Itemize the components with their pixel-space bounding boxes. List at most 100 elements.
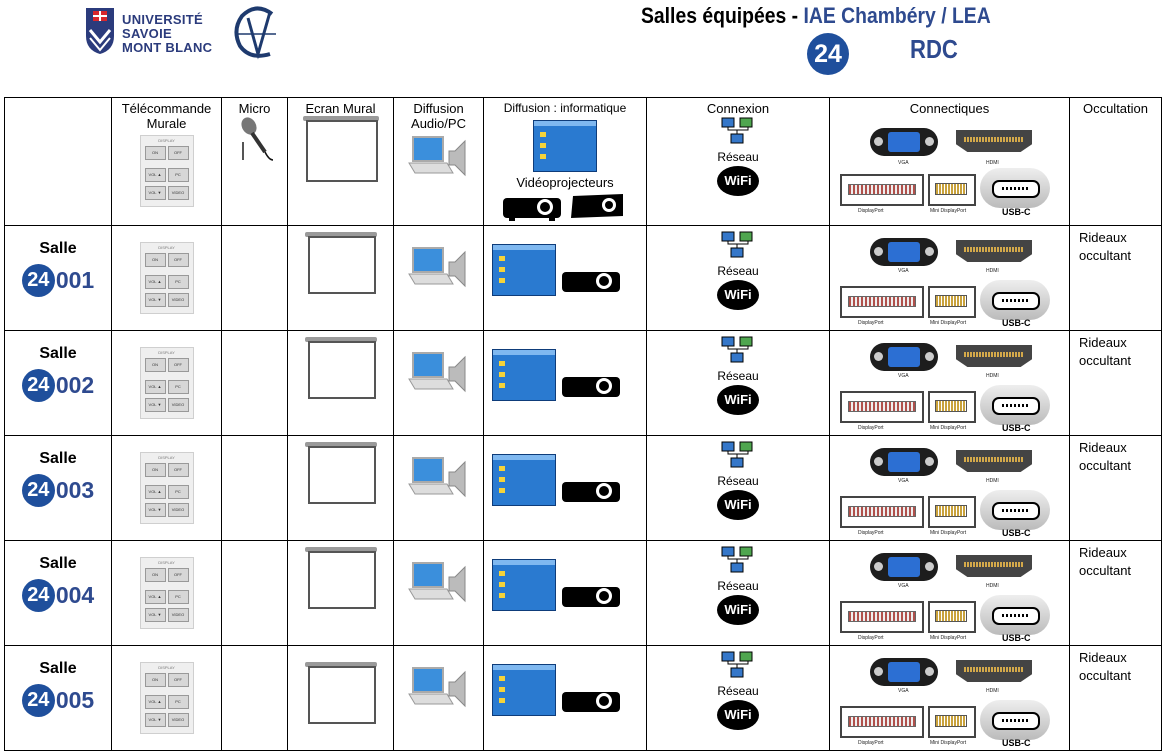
info-cell bbox=[483, 225, 647, 331]
floor-label: RDC bbox=[910, 34, 958, 64]
network-icon bbox=[721, 336, 753, 363]
building-badge: 24 bbox=[807, 33, 849, 75]
usbc-connector-icon bbox=[980, 490, 1050, 530]
hdmi-connector-icon bbox=[956, 240, 1032, 262]
room-building-badge: 24 bbox=[21, 264, 55, 297]
vga-connector-icon bbox=[870, 128, 938, 156]
header-ecran: Ecran Mural bbox=[287, 97, 394, 226]
room-number: 002 bbox=[55, 372, 95, 398]
projector-icon bbox=[562, 692, 620, 712]
column-label: Micro bbox=[238, 101, 271, 116]
room-salle-label: Salle bbox=[39, 345, 77, 362]
audio-cell bbox=[393, 540, 484, 646]
university-line: UNIVERSITÉ bbox=[122, 12, 204, 27]
network-icon bbox=[721, 651, 753, 678]
network-label: Réseau bbox=[717, 579, 759, 593]
wifi-icon: WiFi bbox=[717, 280, 759, 310]
page-header: UNIVERSITÉ SAVOIE MONT BLANC Salles équi… bbox=[0, 0, 1169, 96]
mini-displayport-connector-icon bbox=[928, 601, 976, 633]
column-label: Occultation bbox=[1082, 101, 1149, 116]
screen-cell bbox=[287, 645, 394, 751]
screen-cell bbox=[287, 330, 394, 436]
occultation-text: Rideaux occultant bbox=[1079, 440, 1132, 473]
displayport-connector-icon bbox=[840, 286, 924, 318]
occultation-cell: Rideaux occultant bbox=[1069, 645, 1162, 751]
displayport-connector-icon bbox=[840, 601, 924, 633]
university-line: SAVOIE bbox=[122, 26, 172, 41]
network-label: Réseau bbox=[717, 474, 759, 488]
projector-icon bbox=[562, 587, 620, 607]
wifi-icon: WiFi bbox=[717, 595, 759, 625]
header-occultation: Occultation bbox=[1069, 97, 1162, 226]
projector-icon bbox=[562, 377, 620, 397]
info-cell bbox=[483, 330, 647, 436]
usbc-connector-icon bbox=[980, 595, 1050, 635]
room-number: 005 bbox=[55, 687, 95, 713]
usbc-connector-icon bbox=[980, 700, 1050, 740]
desktop-icon bbox=[492, 559, 556, 611]
header-diffusion-audio: Diffusion Audio/PC bbox=[393, 97, 484, 226]
occultation-cell: Rideaux occultant bbox=[1069, 225, 1162, 331]
room-building-badge: 24 bbox=[21, 684, 55, 717]
university-line: MONT BLANC bbox=[122, 40, 213, 55]
audio-cell bbox=[393, 435, 484, 541]
occultation-text: Rideaux occultant bbox=[1079, 335, 1132, 368]
laptop-speaker-icon bbox=[407, 136, 465, 177]
usbc-connector-icon bbox=[980, 385, 1050, 425]
laptop-speaker-icon bbox=[407, 352, 465, 393]
laptop-speaker-icon bbox=[407, 457, 465, 498]
mini-displayport-connector-icon bbox=[928, 496, 976, 528]
displayport-connector-icon bbox=[840, 496, 924, 528]
info-cell bbox=[483, 540, 647, 646]
vga-connector-icon bbox=[870, 343, 938, 371]
usbc-connector-icon bbox=[980, 168, 1050, 208]
title-prefix: Salles équipées - bbox=[641, 3, 804, 28]
cv-logo-icon bbox=[234, 6, 276, 60]
header-empty bbox=[4, 97, 112, 226]
laptop-speaker-icon bbox=[407, 667, 465, 708]
screen-icon bbox=[304, 232, 377, 294]
column-label: Vidéoprojecteurs bbox=[516, 175, 614, 190]
room-building-badge: 24 bbox=[21, 579, 55, 612]
column-label: Diffusion : informatique bbox=[503, 101, 627, 115]
displayport-connector-icon bbox=[840, 706, 924, 738]
audio-cell bbox=[393, 225, 484, 331]
info-cell bbox=[483, 645, 647, 751]
wifi-icon: WiFi bbox=[717, 385, 759, 415]
screen-icon bbox=[304, 442, 377, 504]
room-building-badge: 24 bbox=[21, 474, 55, 507]
desktop-icon bbox=[492, 664, 556, 716]
mini-displayport-connector-icon bbox=[928, 286, 976, 318]
network-label: Réseau bbox=[717, 150, 759, 164]
micro-cell bbox=[221, 540, 288, 646]
micro-cell bbox=[221, 225, 288, 331]
network-label: Réseau bbox=[717, 369, 759, 383]
connectors-group: VGA HDMI DisplayPort Mini DisplayPort US… bbox=[832, 116, 1068, 217]
desktop-icon bbox=[492, 349, 556, 401]
displayport-connector-icon bbox=[840, 391, 924, 423]
shield-icon bbox=[86, 8, 114, 54]
title-highlight: IAE Chambéry / LEA bbox=[803, 3, 991, 28]
room-salle-label: Salle bbox=[39, 555, 77, 572]
column-label: Télécommande Murale bbox=[121, 101, 212, 131]
screen-icon bbox=[304, 662, 377, 724]
